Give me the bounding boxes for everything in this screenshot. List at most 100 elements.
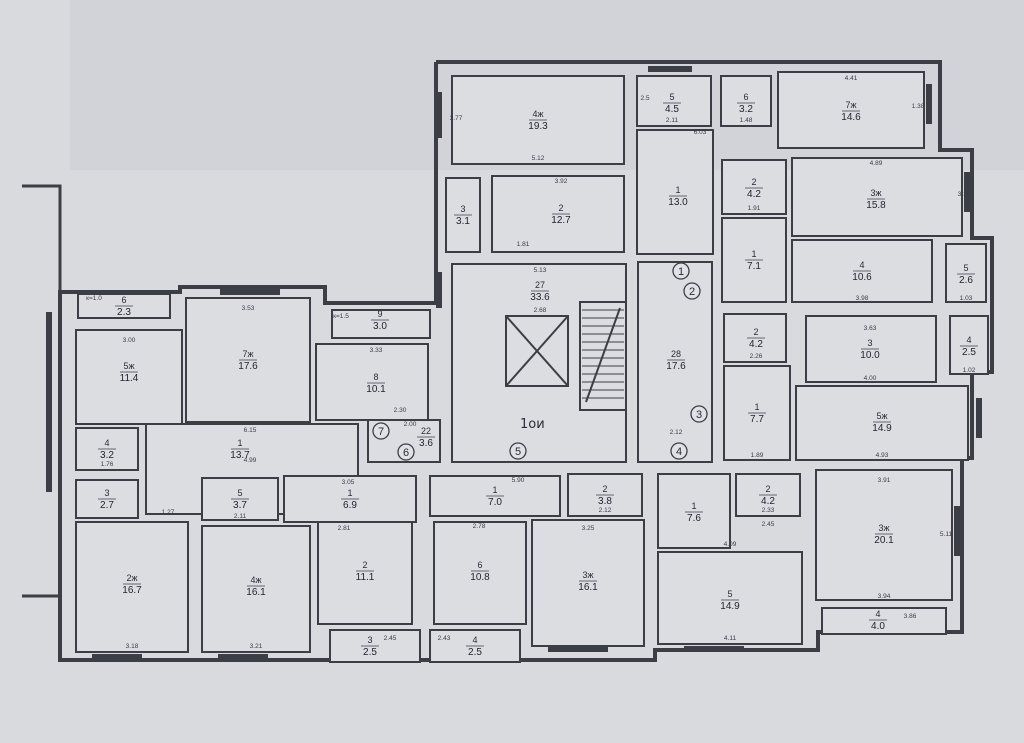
dimension-label: 1.27 <box>162 509 175 516</box>
room-area: 11.1 <box>356 572 375 583</box>
dimension-label: 4.11 <box>724 635 737 642</box>
room-number: 8 <box>373 372 378 382</box>
room-6a <box>720 75 772 127</box>
room-area: 14.9 <box>720 601 740 612</box>
marker-number: 1 <box>678 266 684 278</box>
room-1m <box>283 475 417 523</box>
room-number: 5ж <box>876 411 887 421</box>
room-3b <box>445 177 481 253</box>
room-area: 2.3 <box>117 307 131 318</box>
room-number: 3 <box>867 338 872 348</box>
dimension-label: 3.33 <box>370 347 383 354</box>
room-area: 16.1 <box>246 587 266 598</box>
room-5a <box>636 75 712 127</box>
dimension-label: 2.68 <box>534 307 547 314</box>
outer-wall <box>58 60 994 662</box>
room-area: 3.7 <box>233 500 247 511</box>
room-number: 2 <box>602 484 607 494</box>
dimension-label: 2.00 <box>404 421 417 428</box>
room-number: 2 <box>765 484 770 494</box>
window <box>548 646 608 652</box>
room-number: 1 <box>751 249 756 259</box>
window <box>436 272 442 308</box>
windows <box>46 66 982 660</box>
room-area: 4.5 <box>665 104 679 115</box>
room-1c <box>636 129 714 255</box>
room-number: 9 <box>377 309 382 319</box>
room-area: 3.6 <box>419 438 433 449</box>
marker-circle <box>509 442 527 460</box>
room-number: 28 <box>671 349 681 359</box>
dimension-label: 3.63 <box>864 325 877 332</box>
room-3zh-br <box>815 469 953 601</box>
room-number: 4 <box>859 260 864 270</box>
dimension-label: 3.77 <box>450 115 463 122</box>
room-number: 2 <box>362 560 367 570</box>
room-8 <box>315 343 429 421</box>
room-number: 1 <box>754 402 759 412</box>
dimension-label: 2.43 <box>438 635 451 642</box>
window <box>220 289 280 295</box>
window <box>218 654 268 660</box>
dimension-label: 6.03 <box>694 129 707 136</box>
dimension-label: 3.53 <box>242 305 255 312</box>
window <box>684 646 744 652</box>
marker-circle <box>683 282 701 300</box>
room-area: 10.8 <box>470 572 490 583</box>
dimension-label: 6.15 <box>244 427 257 434</box>
room-1d <box>721 217 787 303</box>
room-area: 14.9 <box>872 423 892 434</box>
window <box>92 654 142 660</box>
room-2c <box>721 159 787 215</box>
dimension-label: 1.03 <box>960 295 973 302</box>
room-area: 15.8 <box>866 200 886 211</box>
dimension-label: 2.30 <box>394 407 407 414</box>
window <box>976 398 982 438</box>
window <box>926 84 932 124</box>
room-area: 16.7 <box>122 585 142 596</box>
room-number: 5ж <box>123 361 134 371</box>
dimension-label: 1.91 <box>748 205 761 212</box>
room-area: 13.7 <box>230 450 250 461</box>
room-area: 3.8 <box>598 496 612 507</box>
room-number: 4ж <box>250 575 261 585</box>
room-number: 2 <box>751 177 756 187</box>
dimension-label: 1.89 <box>751 452 764 459</box>
room-area: 10.0 <box>860 350 880 361</box>
room-area: 17.6 <box>666 361 686 372</box>
room-area: 16.1 <box>578 582 598 593</box>
dimension-label: 5.90 <box>512 477 525 484</box>
room-5zh-l <box>75 329 183 425</box>
window <box>648 66 692 72</box>
dimension-label: к=1.5 <box>333 313 349 320</box>
marker-number: 2 <box>689 286 695 298</box>
room-area: 17.6 <box>238 361 258 372</box>
dimension-label: 3.98 <box>856 295 869 302</box>
room-5d <box>945 243 987 303</box>
dimension-label: 2.5 <box>640 95 649 102</box>
room-area: 4.2 <box>761 496 775 507</box>
room-number: 6 <box>477 560 482 570</box>
room-number: 2 <box>753 327 758 337</box>
dimension-label: 2.11 <box>234 513 247 520</box>
room-number: 27 <box>535 280 545 290</box>
room-7zh-tr <box>777 71 925 149</box>
room-area: 33.6 <box>530 292 550 303</box>
dimension-label: 2.11 <box>666 117 679 124</box>
room-area: 2.5 <box>468 647 482 658</box>
room-number: 2 <box>558 203 563 213</box>
window <box>964 172 970 212</box>
room-area: 3.1 <box>456 216 470 227</box>
room-area: 3.2 <box>739 104 753 115</box>
stair <box>579 301 627 411</box>
dimension-label: 2.33 <box>762 507 775 514</box>
dimension-label: 2.78 <box>473 523 486 530</box>
room-number: 7ж <box>242 349 253 359</box>
window <box>46 312 52 492</box>
room-5p <box>657 551 803 645</box>
room-area: 7.1 <box>747 261 761 272</box>
dimension-label: 3.94 <box>878 593 891 600</box>
room-area: 2.7 <box>100 500 114 511</box>
